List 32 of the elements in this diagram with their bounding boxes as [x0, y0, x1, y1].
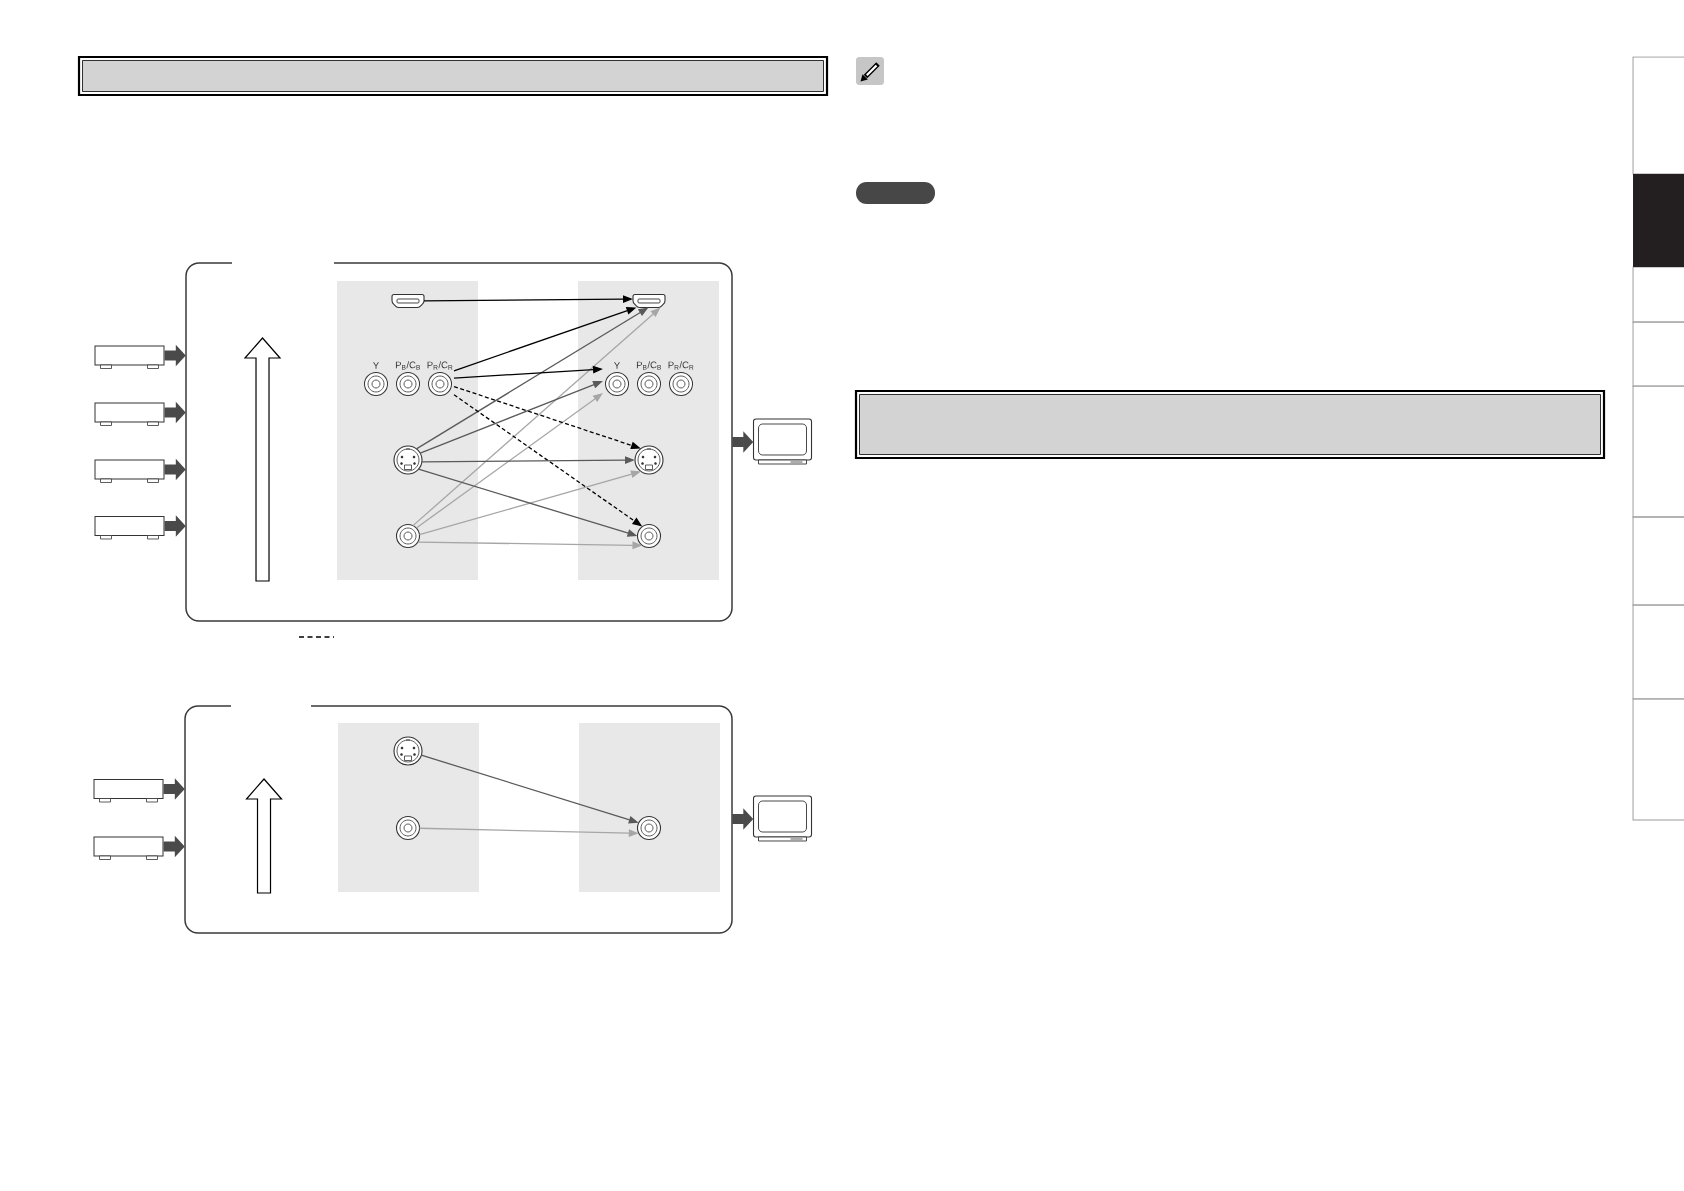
rca-jack — [636, 815, 662, 841]
s-video-jack — [393, 736, 423, 766]
connector-panel — [579, 723, 720, 892]
jack-label: Y — [614, 362, 620, 369]
rounded-frame — [185, 262, 733, 622]
jack-label: P$_{R}$/C$_{R}$ — [427, 361, 453, 370]
player-device — [94, 402, 165, 426]
television — [752, 418, 813, 465]
jack-label: Y — [373, 362, 379, 369]
rca-jack — [395, 523, 421, 549]
rca-jack — [395, 815, 421, 841]
rca-jack — [636, 523, 662, 549]
side-tab — [1633, 174, 1684, 267]
s-video-jack — [634, 445, 664, 475]
player-device — [94, 345, 165, 369]
label-pill — [856, 182, 935, 204]
television — [752, 795, 813, 842]
hdmi-jack — [632, 293, 666, 309]
arrow — [415, 393, 603, 529]
jack-label: P$_{R}$/C$_{R}$ — [668, 361, 694, 370]
connector-panel — [337, 281, 478, 580]
connector-panel — [578, 281, 719, 580]
hdmi-jack — [391, 293, 425, 309]
connector-panel — [338, 723, 479, 892]
player-device — [94, 516, 165, 540]
player-device — [93, 836, 164, 860]
rounded-frame — [184, 705, 733, 934]
s-video-jack — [393, 445, 423, 475]
jack-label: P$_{B}$/C$_{B}$ — [395, 361, 420, 370]
jack-label: P$_{B}$/C$_{B}$ — [636, 361, 661, 370]
player-device — [94, 459, 165, 483]
player-device — [93, 779, 164, 803]
